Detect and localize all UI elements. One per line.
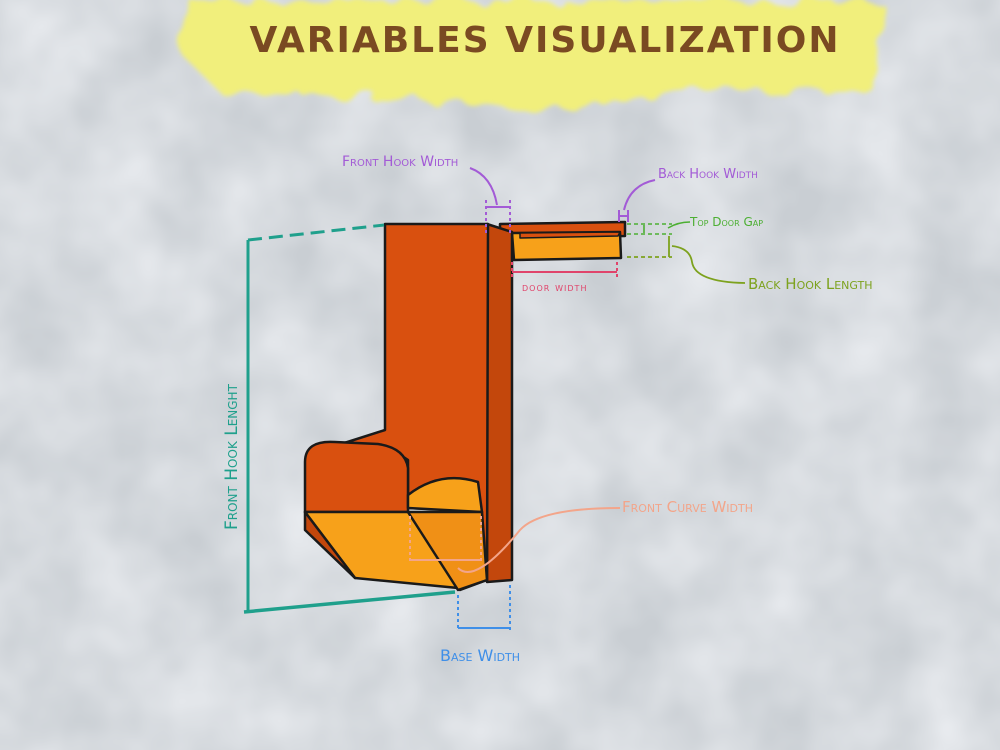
front-hook-width-label: Front Hook Width bbox=[342, 154, 458, 170]
front-curve-width-dimension bbox=[409, 507, 621, 573]
door-width-label: door width bbox=[522, 280, 587, 294]
top-door-gap-label: Top Door Gap bbox=[689, 215, 763, 229]
title-highlight bbox=[182, 0, 885, 108]
base-width-label: Base Width bbox=[440, 646, 520, 665]
base-width-dimension bbox=[457, 585, 511, 630]
back-hook-length-label: Back Hook Length bbox=[748, 275, 873, 293]
hook-shape bbox=[303, 220, 627, 592]
back-hook-width-dimension bbox=[618, 179, 656, 222]
front-hook-lenght-dimension bbox=[243, 223, 456, 614]
door-width-dimension bbox=[511, 262, 618, 278]
front-hook-width-dimension bbox=[469, 167, 511, 235]
front-curve bbox=[303, 440, 410, 514]
back-hook-width-label: Back Hook Width bbox=[658, 167, 758, 182]
front-curve-width-label: Front Curve Width bbox=[622, 498, 753, 516]
back-hook-length-dimension bbox=[627, 236, 746, 284]
front-plate-side bbox=[485, 222, 514, 584]
base-side-face bbox=[406, 510, 489, 592]
top-door-gap-dimension bbox=[627, 221, 691, 235]
page-title: VARIABLES VISUALIZATION bbox=[249, 20, 840, 61]
front-curve-inner bbox=[406, 476, 484, 514]
front-hook-lenght-label: Front Hook Lenght bbox=[222, 383, 242, 530]
